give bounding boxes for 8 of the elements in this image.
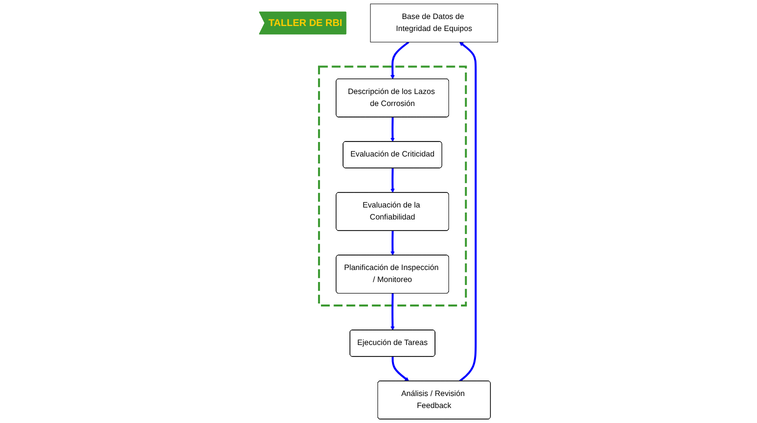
arrow [392,356,410,382]
arrow [459,42,477,382]
arrow [390,117,395,142]
cluster [318,66,467,306]
arrow [390,41,410,80]
arrow [390,293,395,330]
arrow [390,230,395,256]
arrow [390,168,395,193]
